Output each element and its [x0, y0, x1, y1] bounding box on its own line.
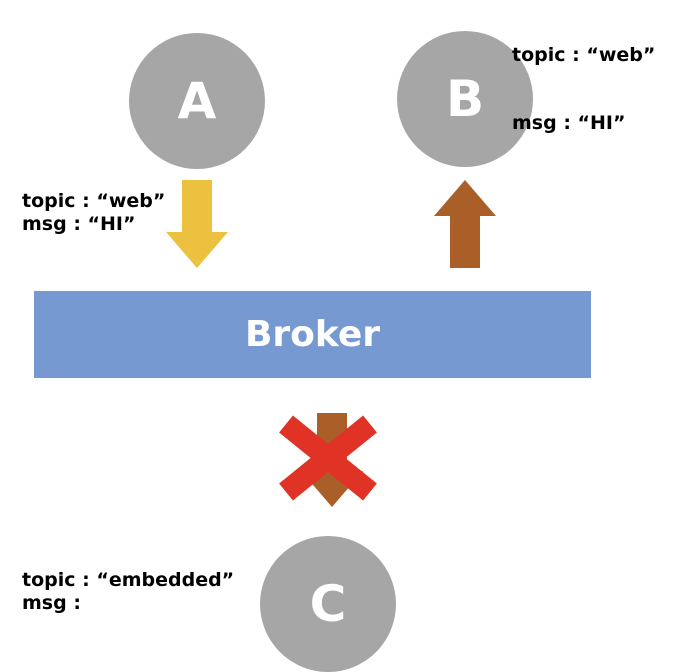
arrow-up-icon — [434, 180, 496, 268]
arrow-down-icon — [166, 180, 228, 268]
node-c: C — [260, 536, 396, 672]
broker-label: Broker — [244, 314, 381, 355]
node-c-label: C — [309, 575, 347, 633]
publisher-a-topic: topic : “web” — [22, 190, 166, 212]
publisher-a-msg: msg : “HI” — [22, 213, 136, 236]
deliver-arrow-shape — [434, 180, 496, 268]
node-b: B — [397, 31, 533, 167]
node-a-label: A — [177, 72, 217, 130]
cross-icon — [279, 415, 377, 501]
node-a: A — [129, 33, 265, 169]
subscriber-c-msg: msg : — [22, 592, 81, 615]
subscriber-c-message: topic : “embedded” msg : — [22, 569, 234, 615]
broker-box: Broker — [34, 291, 591, 378]
publisher-a-message: topic : “web” msg : “HI” — [22, 190, 165, 236]
node-b-label: B — [445, 70, 485, 128]
publish-arrow-shape — [166, 180, 228, 268]
subscriber-b-topic: topic : “web” — [512, 44, 656, 66]
subscriber-c-topic: topic : “embedded” — [22, 569, 235, 591]
subscriber-b-msg: msg : “HI” — [512, 112, 626, 134]
blocked-cross-shape — [279, 415, 377, 501]
